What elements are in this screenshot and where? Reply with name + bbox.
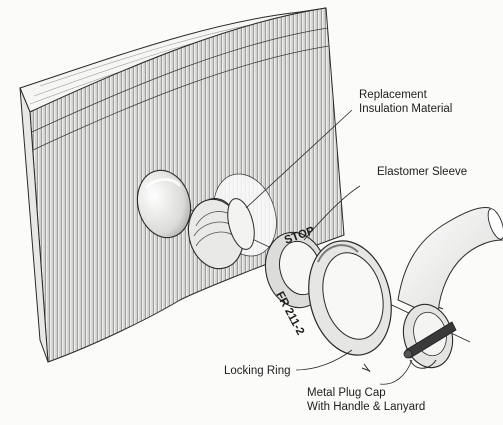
leader-plug-cap xyxy=(379,359,413,385)
lanyard-hose xyxy=(397,207,503,319)
label-plug-cap-line1: Metal Plug Cap xyxy=(307,387,386,399)
label-plug-cap-line2: With Handle & Lanyard xyxy=(307,401,425,413)
label-replacement-line1: Replacement xyxy=(359,89,428,101)
leader-elastomer xyxy=(303,185,361,241)
metal-plug-cap xyxy=(397,207,503,369)
locking-ring xyxy=(308,240,444,373)
pipe-left-edge xyxy=(19,87,49,363)
label-elastomer-sleeve: Elastomer Sleeve xyxy=(377,166,467,178)
leader-replacement xyxy=(245,109,353,209)
leader-locking-ring xyxy=(295,349,353,371)
replacement-insulation-plug xyxy=(187,198,255,270)
pipe-ribbed-face xyxy=(29,7,345,363)
leader-lines xyxy=(245,109,413,385)
label-replacement-line2: Insulation Material xyxy=(359,103,452,115)
replacement-insulation-dome xyxy=(136,169,192,239)
label-locking-ring: Locking Ring xyxy=(224,365,290,377)
pipe-layer-band xyxy=(31,27,330,151)
